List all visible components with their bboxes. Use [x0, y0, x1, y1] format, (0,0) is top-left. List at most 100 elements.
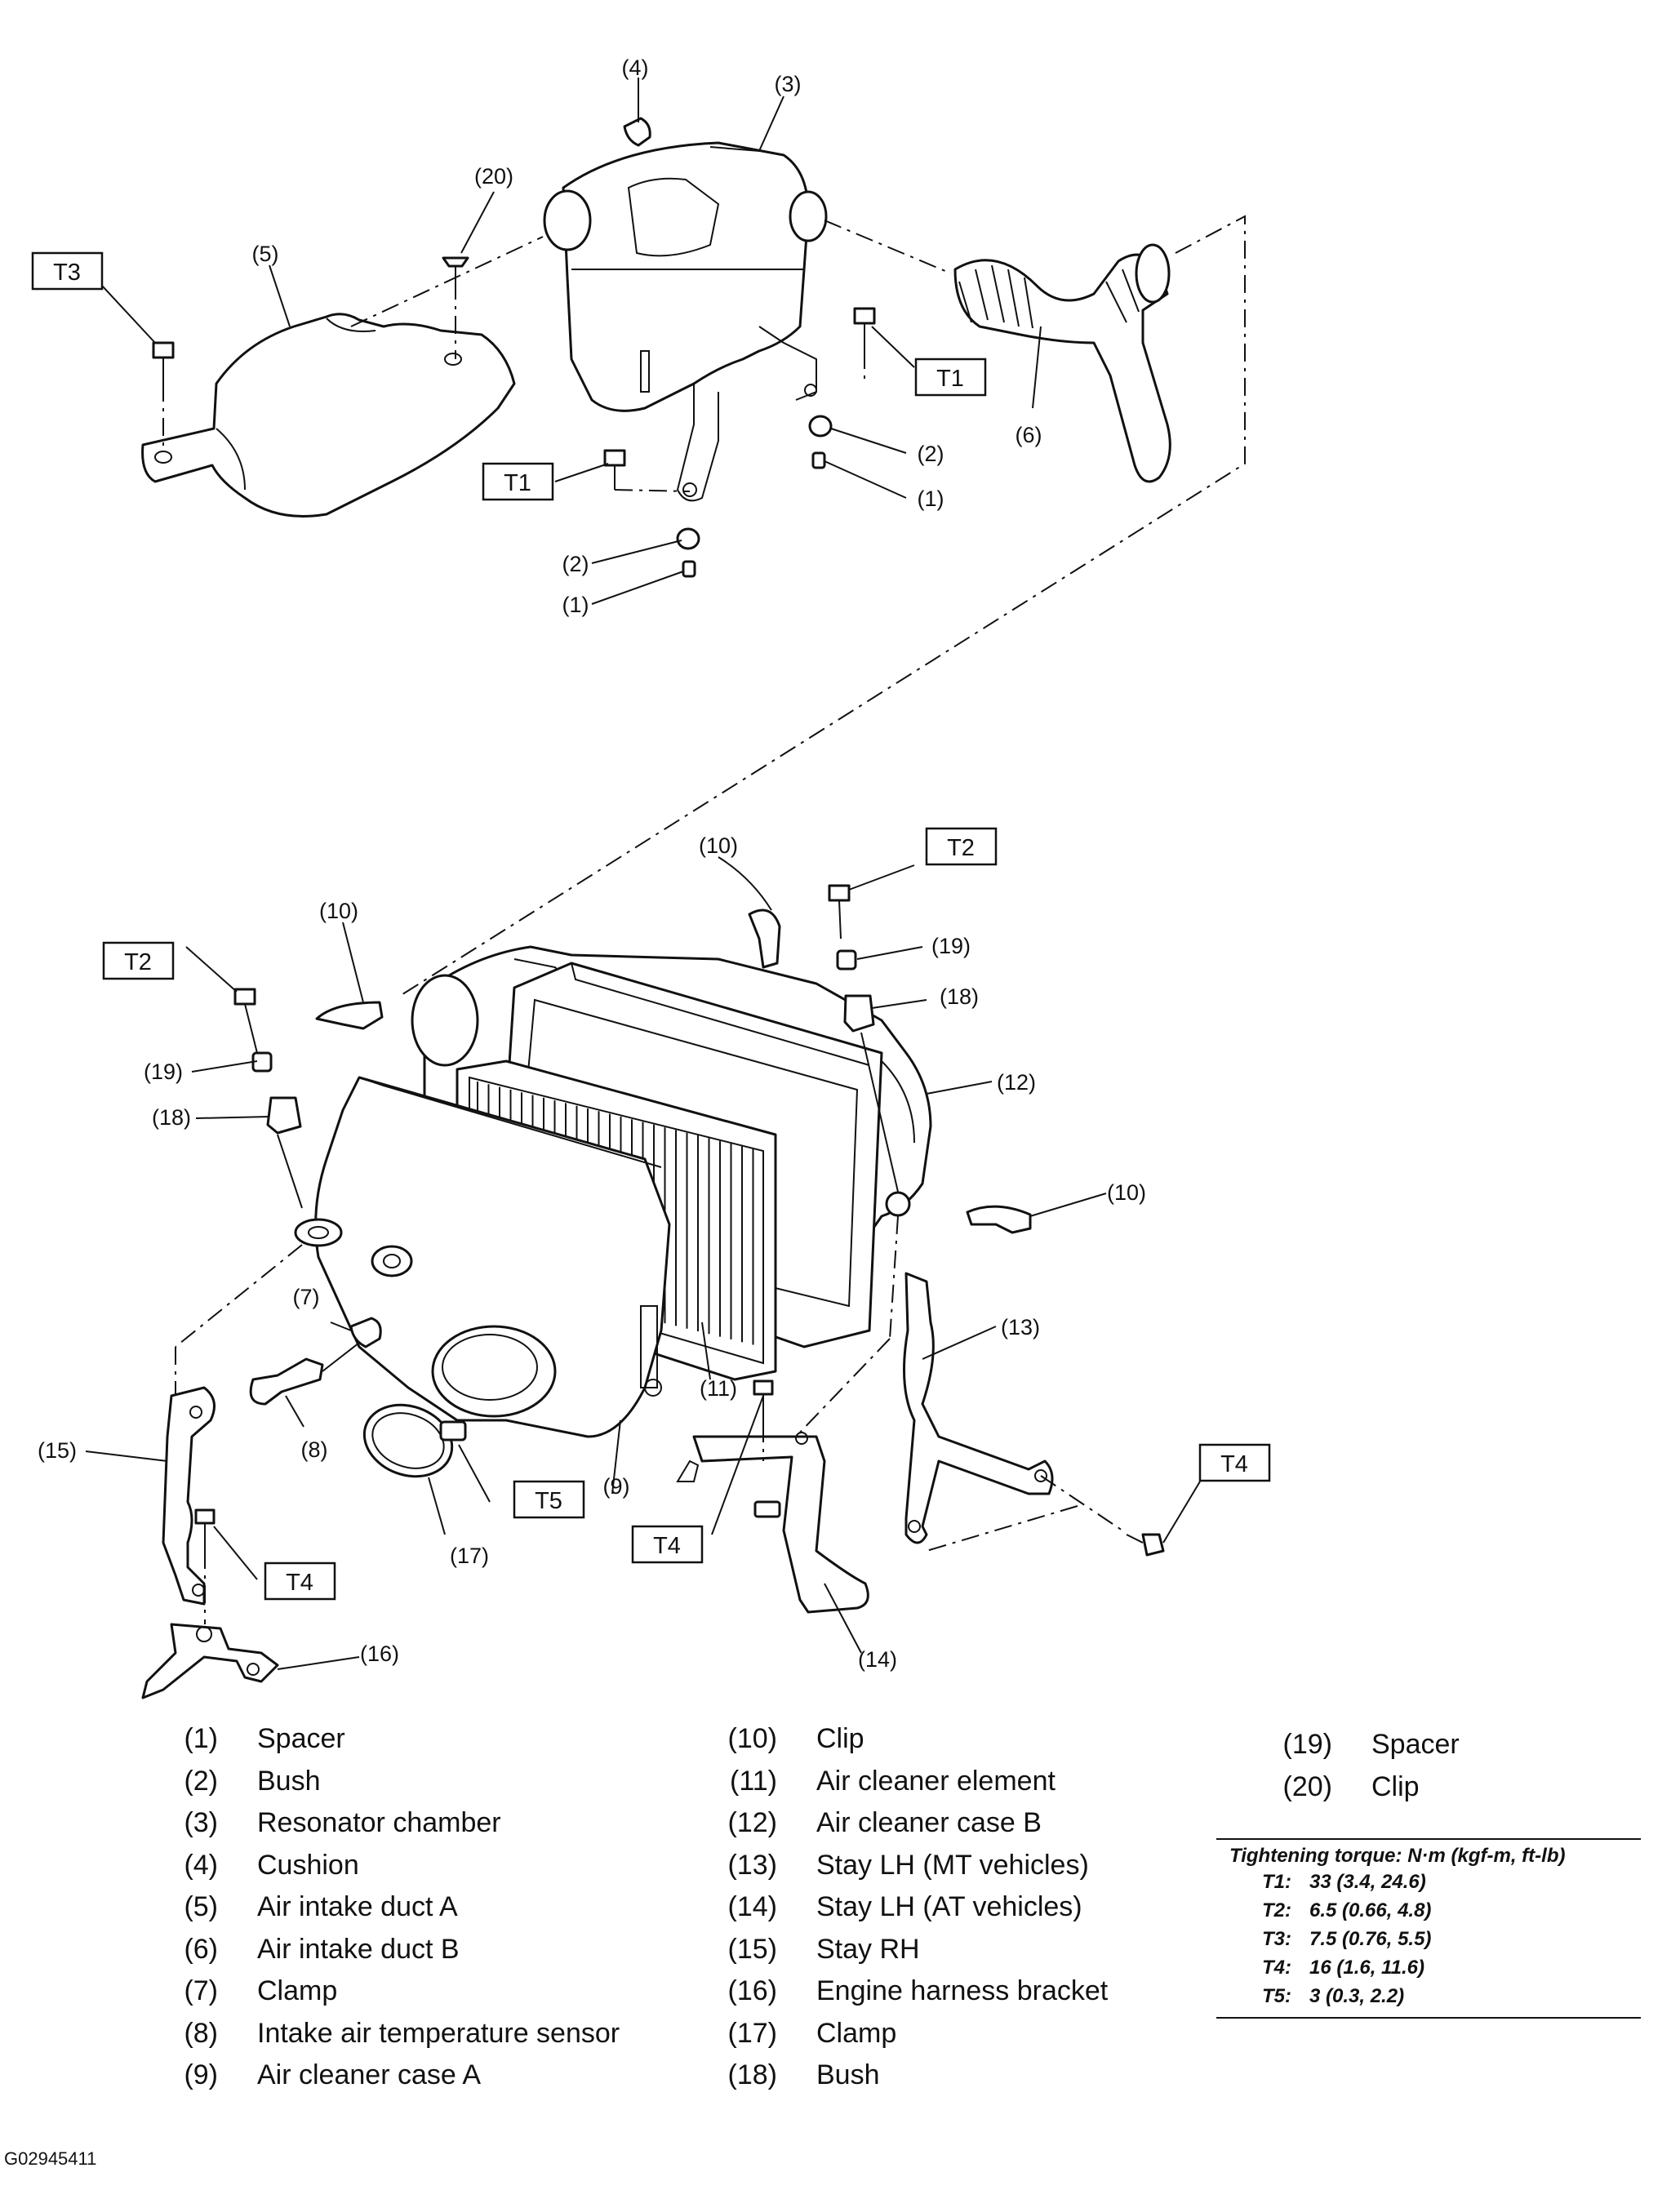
- callout-2-right: (2): [918, 442, 944, 466]
- legend-item: (3) Resonator chamber: [143, 1802, 620, 1845]
- top-fasteners-drawing: [152, 307, 876, 578]
- legend-item-number: (6): [184, 1933, 218, 1965]
- callout-9: (9): [603, 1474, 630, 1499]
- legend-item-number: (3): [184, 1807, 218, 1839]
- legend-item-name: Clip: [816, 1723, 864, 1755]
- svg-text:T3: T3: [53, 260, 81, 286]
- legend-item-name: Intake air temperature sensor: [257, 2017, 620, 2049]
- callout-14: (14): [858, 1647, 897, 1672]
- legend-item: (15)Stay RH: [702, 1929, 1108, 1971]
- legend-column-2: (10) Clip (11) Air cleaner element (12) Air c…: [702, 1718, 1109, 2097]
- legend-item-number: (12): [727, 1807, 777, 1839]
- legend-item-number: (8): [184, 2017, 218, 2049]
- legend-item-number: (10): [727, 1723, 777, 1755]
- legend-item-number: (1): [184, 1723, 218, 1755]
- legend-item: (10) Clip: [702, 1718, 1108, 1761]
- callout-7: (7): [293, 1285, 320, 1309]
- torque-box-t2-left: T2: [102, 941, 175, 980]
- callout-labels: (4) (3) (20) (5) (6) (2) (1) (2) (1) (10…: [38, 56, 1146, 1672]
- legend-item-name: Resonator chamber: [257, 1807, 501, 1839]
- t2-bolts-spacers-drawing: [233, 884, 899, 1209]
- legend-item: (2) Bush: [143, 1761, 620, 1803]
- clip-20-drawing: [442, 256, 469, 282]
- torque-value: 33 (3.4, 24.6): [1309, 1870, 1426, 1893]
- legend-item-name: Air cleaner case B: [816, 1807, 1042, 1839]
- legend-item-name: Cushion: [257, 1849, 359, 1881]
- svg-text:T1: T1: [504, 470, 531, 496]
- legend-item-number: (2): [184, 1765, 218, 1797]
- callout-1-right: (1): [918, 486, 944, 511]
- svg-text:T4: T4: [653, 1533, 681, 1559]
- torque-box-t4-right: T4: [1198, 1443, 1271, 1482]
- air-intake-duct-b-drawing: [953, 243, 1171, 483]
- callout-19-right: (19): [931, 934, 971, 958]
- torque-box-t1-right: T1: [914, 358, 987, 397]
- legend-item-number: (16): [727, 1975, 777, 2007]
- callout-12: (12): [997, 1070, 1036, 1095]
- torque-value: 6.5 (0.66, 4.8): [1309, 1899, 1432, 1921]
- torque-row: T4: 16 (1.6, 11.6): [1216, 1953, 1641, 1982]
- callout-8: (8): [301, 1437, 328, 1462]
- legend-item-name: Air cleaner element: [816, 1765, 1056, 1797]
- callout-19-left: (19): [144, 1060, 183, 1084]
- torque-key: T1:: [1262, 1870, 1291, 1893]
- torque-value: 7.5 (0.76, 5.5): [1309, 1927, 1432, 1950]
- air-intake-duct-a-drawing: [141, 313, 516, 518]
- clips-10-drawing: [315, 908, 1032, 1234]
- leader-lines: [85, 78, 1201, 1670]
- legend-item-number: (7): [184, 1975, 218, 2007]
- stay-rh-drawing: [162, 1386, 216, 1606]
- legend-item-name: Engine harness bracket: [816, 1975, 1109, 2007]
- cushion-drawing: [623, 117, 651, 147]
- legend-item-name: Stay LH (MT vehicles): [816, 1849, 1089, 1881]
- legend-item-number: (14): [727, 1891, 777, 1923]
- callout-17: (17): [450, 1544, 489, 1568]
- legend-item-number: (15): [727, 1933, 777, 1965]
- torque-value: 3 (0.3, 2.2): [1309, 1984, 1405, 2007]
- legend-item: (9)Air cleaner case A: [143, 2055, 620, 2097]
- torque-key: T3:: [1262, 1927, 1291, 1950]
- callout-6: (6): [1016, 423, 1042, 447]
- torque-table-title: Tightening torque: N·m (kgf-m, ft-lb): [1229, 1845, 1566, 1867]
- torque-value: 16 (1.6, 11.6): [1309, 1956, 1424, 1979]
- torque-row: T5: 3 (0.3, 2.2): [1216, 1982, 1641, 2010]
- legend-item-name: Clamp: [816, 2017, 897, 2049]
- legend-item-name: Air intake duct A: [257, 1891, 458, 1923]
- resonator-chamber-drawing: [543, 141, 828, 502]
- figure-code: G02945411: [4, 2148, 97, 2169]
- legend-item-name: Stay LH (AT vehicles): [816, 1891, 1082, 1923]
- legend-item-name: Clamp: [257, 1975, 338, 2007]
- legend-item: (19)Spacer: [1257, 1724, 1460, 1766]
- exploded-parts-diagram: T3 T1 T1 T2 T2 T5 T4 T4 T4 (4) (3) (20) …: [31, 56, 1271, 1699]
- svg-text:T5: T5: [535, 1488, 562, 1514]
- engine-harness-bracket-drawing: [141, 1623, 279, 1699]
- legend-item: (1)Spacer: [143, 1718, 620, 1761]
- legend-item: (6) Air intake duct B: [143, 1929, 620, 1971]
- stay-lh-at-drawing: [676, 1432, 869, 1614]
- legend-item-number: (17): [727, 2017, 777, 2049]
- torque-box-t4-center: T4: [631, 1525, 704, 1564]
- torque-box-t4-left: T4: [264, 1562, 336, 1601]
- legend-column-3: (19)Spacer(20)Clip: [1257, 1724, 1460, 1808]
- callout-3: (3): [775, 72, 802, 96]
- legend-item-number: (11): [730, 1765, 777, 1797]
- legend-item-name: Air intake duct B: [257, 1933, 460, 1965]
- callout-2-left: (2): [562, 552, 589, 576]
- torque-box-t2-right: T2: [925, 827, 998, 866]
- legend-item: (14) Stay LH (AT vehicles): [702, 1886, 1108, 1929]
- callout-4: (4): [622, 56, 649, 80]
- callout-1-left: (1): [562, 593, 589, 617]
- legend-item: (17) Clamp: [702, 2013, 1108, 2055]
- torque-key: T4:: [1262, 1956, 1291, 1979]
- callout-18-left: (18): [152, 1105, 191, 1130]
- legend-item: (12) Air cleaner case B: [702, 1802, 1108, 1845]
- legend-column-1: (1)Spacer(2)Bush(3)Resonator chamber(4)C…: [143, 1718, 620, 2097]
- callout-10-left: (10): [319, 899, 358, 923]
- air-cleaner-case-a-drawing: [294, 1076, 671, 1438]
- legend-item-number: (20): [1282, 1770, 1332, 1802]
- torque-key: T5:: [1262, 1984, 1291, 2007]
- legend-item-number: (9): [184, 2059, 218, 2091]
- legend-item-name: Bush: [257, 1765, 321, 1797]
- legend-item-number: (19): [1282, 1729, 1332, 1761]
- torque-row: T1: 33 (3.4, 24.6): [1216, 1868, 1641, 1896]
